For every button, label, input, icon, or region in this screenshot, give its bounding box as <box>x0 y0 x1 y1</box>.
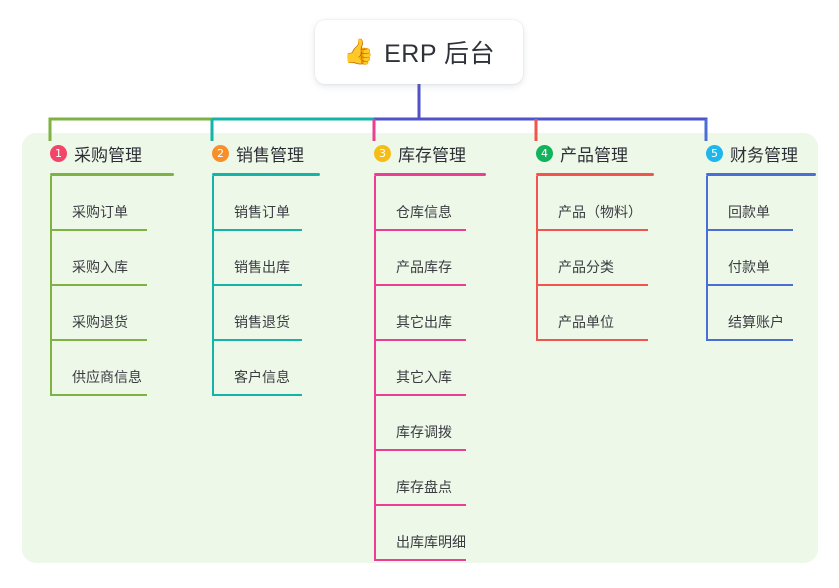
branch-title: 销售管理 <box>236 145 304 165</box>
branch-title: 库存管理 <box>398 145 466 165</box>
branch-header-rule <box>374 173 486 176</box>
branch-item[interactable]: 回款单 <box>706 176 793 231</box>
branch-header-3[interactable]: 3 库存管理 <box>360 133 522 173</box>
branch-header-4[interactable]: 4 产品管理 <box>522 133 692 173</box>
branch-item[interactable]: 采购订单 <box>50 176 147 231</box>
branch-columns: 1 采购管理采购订单采购入库采购退货供应商信息 2 销售管理销售订单销售出库销售退货客… <box>22 133 818 563</box>
branch-number-badge: 1 <box>50 144 67 162</box>
branch-header-2[interactable]: 2 销售管理 <box>198 133 360 173</box>
thumbs-up-icon: 👍 <box>342 37 375 66</box>
branch-item[interactable]: 结算账户 <box>706 286 793 341</box>
branch-item[interactable]: 产品库存 <box>374 231 466 286</box>
branch-item[interactable]: 其它出库 <box>374 286 466 341</box>
branch-column-2: 2 销售管理销售订单销售出库销售退货客户信息 <box>198 133 360 396</box>
branch-item-label: 产品单位 <box>558 314 614 330</box>
branch-item-list: 销售订单销售出库销售退货客户信息 <box>212 176 360 396</box>
branch-header-rule <box>536 173 654 176</box>
branch-item-label: 其它出库 <box>396 314 452 330</box>
branch-item[interactable]: 产品分类 <box>536 231 648 286</box>
branch-item-label: 供应商信息 <box>72 369 142 385</box>
branch-number-badge: 3 <box>374 144 391 162</box>
branch-item-label: 销售订单 <box>234 204 290 220</box>
branch-item[interactable]: 供应商信息 <box>50 341 147 396</box>
branch-item[interactable]: 采购入库 <box>50 231 147 286</box>
branch-item-label: 其它入库 <box>396 369 452 385</box>
branch-item-label: 回款单 <box>728 204 770 220</box>
branch-item[interactable]: 库存盘点 <box>374 451 466 506</box>
branch-item-label: 付款单 <box>728 259 770 275</box>
branch-item-label: 采购退货 <box>72 314 128 330</box>
branch-column-1: 1 采购管理采购订单采购入库采购退货供应商信息 <box>36 133 198 396</box>
branch-item[interactable]: 采购退货 <box>50 286 147 341</box>
branch-header-rule <box>706 173 816 176</box>
root-node-title: ERP 后台 <box>384 40 496 68</box>
branch-item-list: 仓库信息产品库存其它出库其它入库库存调拨库存盘点出库库明细 <box>374 176 522 561</box>
branch-item-label: 销售出库 <box>234 259 290 275</box>
branch-item-list: 产品（物料） 产品分类产品单位 <box>536 176 692 341</box>
branch-column-3: 3 库存管理仓库信息产品库存其它出库其它入库库存调拨库存盘点出库库明细 <box>360 133 522 561</box>
branch-item[interactable]: 仓库信息 <box>374 176 466 231</box>
branch-item-label: 销售退货 <box>234 314 290 330</box>
branch-item-list: 采购订单采购入库采购退货供应商信息 <box>50 176 198 396</box>
branch-item-label: 库存调拨 <box>396 424 452 440</box>
branch-item-label: 采购入库 <box>72 259 128 275</box>
branch-item[interactable]: 付款单 <box>706 231 793 286</box>
branch-header-5[interactable]: 5 财务管理 <box>692 133 832 173</box>
branch-item[interactable]: 出库库明细 <box>374 506 466 561</box>
branch-title: 采购管理 <box>74 145 142 165</box>
branch-item-label: 仓库信息 <box>396 204 452 220</box>
branch-header-rule <box>50 173 174 176</box>
branch-item-label: 产品（物料） <box>558 204 642 220</box>
branch-item[interactable]: 库存调拨 <box>374 396 466 451</box>
branch-title: 产品管理 <box>560 145 628 165</box>
branch-number-badge: 4 <box>536 144 553 162</box>
branch-item-label: 出库库明细 <box>396 534 466 550</box>
branch-item-label: 采购订单 <box>72 204 128 220</box>
branch-item[interactable]: 其它入库 <box>374 341 466 396</box>
branch-column-5: 5 财务管理回款单付款单结算账户 <box>692 133 832 341</box>
branch-header-1[interactable]: 1 采购管理 <box>36 133 198 173</box>
branch-item-label: 客户信息 <box>234 369 290 385</box>
branch-item[interactable]: 销售退货 <box>212 286 302 341</box>
branch-item-list: 回款单付款单结算账户 <box>706 176 832 341</box>
branch-title: 财务管理 <box>730 145 798 165</box>
branch-number-badge: 2 <box>212 144 229 162</box>
branch-item[interactable]: 销售订单 <box>212 176 302 231</box>
branch-item[interactable]: 销售出库 <box>212 231 302 286</box>
branches-panel <box>22 133 818 563</box>
branch-item[interactable]: 产品（物料） <box>536 176 648 231</box>
branch-header-rule <box>212 173 320 176</box>
branch-item-label: 库存盘点 <box>396 479 452 495</box>
branch-item-label: 结算账户 <box>728 314 784 330</box>
branch-item[interactable]: 产品单位 <box>536 286 648 341</box>
branch-item[interactable]: 客户信息 <box>212 341 302 396</box>
branch-item-label: 产品分类 <box>558 259 614 275</box>
branch-column-4: 4 产品管理产品（物料） 产品分类产品单位 <box>522 133 692 341</box>
branch-number-badge: 5 <box>706 144 723 162</box>
root-node[interactable]: 👍 ERP 后台 <box>315 20 523 84</box>
branch-item-label: 产品库存 <box>396 259 452 275</box>
